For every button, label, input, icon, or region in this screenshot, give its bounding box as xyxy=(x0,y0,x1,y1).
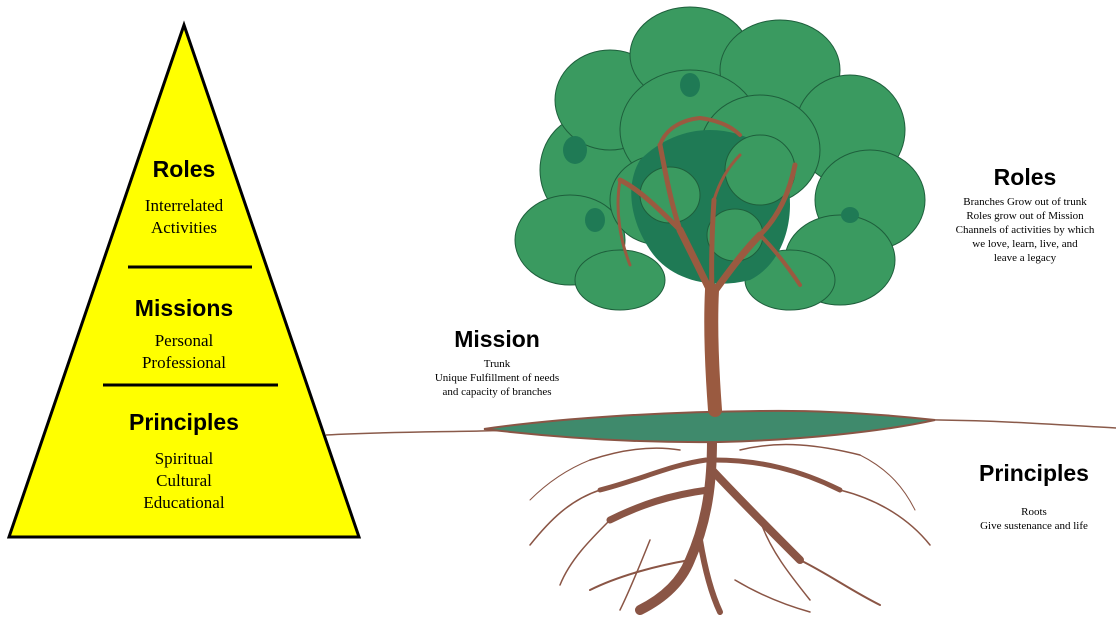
tree-roles-title: Roles xyxy=(993,164,1057,190)
tree-mission-line-1: Trunk xyxy=(483,358,511,370)
pyramid xyxy=(6,20,362,539)
tree-principles-line-2: Give sustenance and life xyxy=(980,520,1088,532)
pyramid-principles-line-3: Educational xyxy=(143,493,225,512)
pyramid-missions-title: Missions xyxy=(134,295,234,321)
pyramid-roles-line-2: Activities xyxy=(150,218,218,237)
tree-roles-line-5: leave a legacy xyxy=(993,252,1057,264)
pyramid-missions-section: Missions Personal Professional xyxy=(84,295,284,374)
ground-disk xyxy=(483,409,936,444)
pyramid-triangle xyxy=(6,20,362,539)
tree-mission-label: Mission Trunk Unique Fulfillment of need… xyxy=(392,326,602,399)
tree-roles-line-3: Channels of activities by which xyxy=(955,224,1095,236)
tree-roles-line-2: Roles grow out of Mission xyxy=(966,210,1084,222)
pyramid-principles-title: Principles xyxy=(129,409,239,435)
tree-mission-title: Mission xyxy=(454,326,540,352)
tree-roles-label: Roles Branches Grow out of trunk Roles g… xyxy=(940,164,1110,265)
tree-principles-line-1: Roots xyxy=(1021,506,1047,518)
pyramid-principles-line-2: Cultural xyxy=(156,471,212,490)
tree-trunk xyxy=(616,116,802,417)
tree-principles-label: Principles Roots Give sustenance and lif… xyxy=(954,460,1114,533)
tree-foliage-holes xyxy=(563,73,859,232)
pyramid-missions-line-2: Professional xyxy=(141,353,227,372)
tree-mission-line-2: Unique Fulfillment of needs xyxy=(434,372,560,384)
tree-mission-line-3: and capacity of branches xyxy=(442,386,552,398)
tree-principles-title: Principles xyxy=(979,460,1089,486)
pyramid-roles-title: Roles xyxy=(152,156,216,182)
pyramid-principles-section: Principles Spiritual Cultural Educationa… xyxy=(84,409,284,514)
pyramid-roles-line-1: Interrelated xyxy=(144,196,224,215)
tree-roles-line-1: Branches Grow out of trunk xyxy=(963,196,1087,208)
tree-roles-line-4: we love, learn, live, and xyxy=(972,238,1078,250)
pyramid-roles-section: Roles Interrelated Activities xyxy=(84,156,284,239)
pyramid-principles-line-1: Spiritual xyxy=(154,449,214,468)
pyramid-missions-line-1: Personal xyxy=(154,331,214,350)
tree-roots xyxy=(529,435,931,615)
